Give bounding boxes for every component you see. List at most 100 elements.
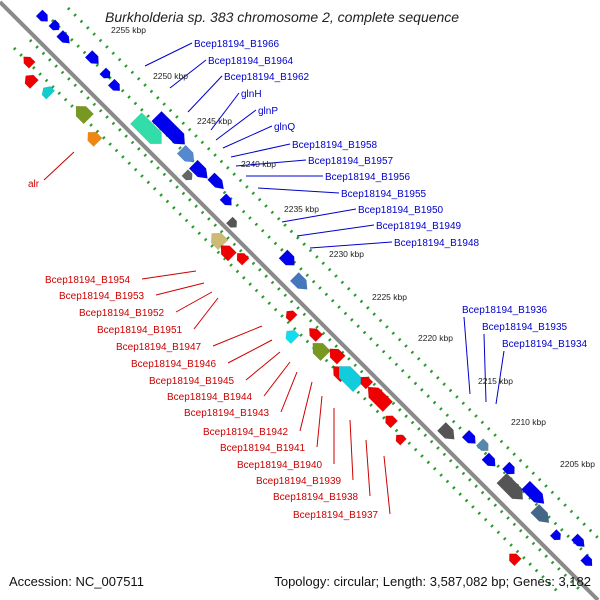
leader-line [280, 371, 298, 413]
topology-value: circular [333, 574, 376, 589]
leader-line [193, 297, 219, 330]
reverse-feature [329, 348, 346, 365]
leader-line [245, 351, 281, 381]
gene-label: Bcep18194_B1935 [482, 322, 568, 333]
gene-label: Bcep18194_B1966 [194, 39, 280, 50]
leader-line [281, 208, 357, 223]
reverse-feature [75, 105, 94, 125]
leader-line [227, 339, 273, 364]
forward-feature [130, 112, 162, 144]
leader-line [212, 325, 263, 347]
gene-label: Bcep18194_B1955 [341, 189, 427, 200]
scale-label: 2220 kbp [418, 333, 453, 343]
scale-label: 2250 kbp [153, 71, 188, 81]
gene-label: Bcep18194_B1934 [502, 339, 588, 350]
forward-feature [84, 50, 99, 65]
tick-marks [12, 6, 600, 596]
gene-label: Bcep18194_B1945 [149, 376, 235, 387]
gene-label: Bcep18194_B1951 [97, 325, 183, 336]
reverse-feature [41, 86, 56, 100]
scale-label: 2230 kbp [329, 249, 364, 259]
accession-label: Accession: [9, 574, 72, 589]
leader-line [141, 270, 197, 280]
gene-label: glnH [241, 89, 262, 100]
leader-line [383, 455, 391, 515]
forward-feature [151, 110, 186, 145]
forward-feature [99, 67, 111, 79]
length-value: 3,587,082 bp [429, 574, 506, 589]
gene-label: Bcep18194_B1938 [273, 492, 359, 503]
forward-feature [475, 438, 489, 451]
forward-feature [207, 172, 225, 190]
leader-line [299, 381, 313, 432]
reverse-feature [509, 553, 522, 567]
forward-feature [219, 193, 232, 206]
leader-line [296, 224, 375, 237]
feature-blocks [23, 9, 593, 567]
genes-label: Genes: [512, 574, 555, 589]
leader-line [309, 241, 393, 249]
forward-feature [188, 159, 208, 179]
reverse-feature [285, 329, 300, 345]
leader-line [230, 143, 291, 158]
scale-label: 2245 kbp [197, 116, 232, 126]
gene-label: Bcep18194_B1943 [184, 408, 270, 419]
gene-label: Bcep18194_B1944 [167, 392, 253, 403]
gene-label: Bcep18194_B1946 [131, 359, 217, 370]
forward-feature [181, 169, 193, 181]
reverse-feature [23, 56, 36, 69]
scale-label: 2225 kbp [372, 292, 407, 302]
forward-feature [549, 529, 561, 541]
reverse-feature [220, 245, 237, 262]
leader-line [463, 316, 471, 395]
leader-line [349, 419, 354, 481]
genes-value: 3,182 [558, 574, 591, 589]
length-label: Length: [382, 574, 427, 589]
gene-label: Bcep18194_B1937 [293, 510, 379, 521]
leader-line [263, 361, 291, 397]
ruler-inner-reverse [28, 38, 582, 592]
forward-feature [501, 461, 515, 475]
reverse-feature [395, 434, 407, 446]
gene-label: Bcep18194_B1953 [59, 291, 145, 302]
reverse-feature [360, 376, 374, 390]
forward-feature [461, 429, 476, 444]
reverse-feature [312, 342, 331, 362]
leader-line [222, 125, 273, 149]
forward-feature [496, 472, 524, 500]
reverse-feature [367, 386, 394, 413]
topology-label: Topology: [274, 574, 330, 589]
forward-feature [56, 29, 70, 44]
leader-line [316, 395, 323, 448]
reverse-feature [236, 252, 250, 266]
leader-line [43, 151, 75, 181]
leader-line [235, 159, 307, 167]
reverse-feature [309, 328, 324, 343]
leader-line [187, 75, 223, 113]
forward-feature [225, 216, 238, 228]
forward-feature [289, 272, 308, 290]
leader-line [169, 59, 207, 89]
leader-line [495, 350, 505, 405]
forward-feature [436, 421, 455, 440]
scale-label: 2215 kbp [478, 376, 513, 386]
gene-label: Bcep18194_B1936 [462, 305, 548, 316]
reverse-feature [385, 415, 399, 429]
forward-feature [176, 144, 195, 163]
reverse-feature [87, 131, 103, 147]
gene-label: Bcep18194_B1939 [256, 476, 342, 487]
gene-label: Bcep18194_B1948 [394, 238, 480, 249]
reverse-feature [285, 310, 298, 323]
reverse-feature [211, 232, 229, 251]
leader-line [365, 439, 371, 497]
leader-line [144, 42, 193, 67]
scale-label: 2210 kbp [511, 417, 546, 427]
forward-feature [35, 9, 48, 22]
leader-line [257, 187, 340, 194]
ruler-inner-forward [50, 18, 592, 560]
scale-label: 2255 kbp [111, 25, 146, 35]
accession-value: NC_007511 [75, 574, 144, 589]
leader-line [155, 282, 205, 296]
